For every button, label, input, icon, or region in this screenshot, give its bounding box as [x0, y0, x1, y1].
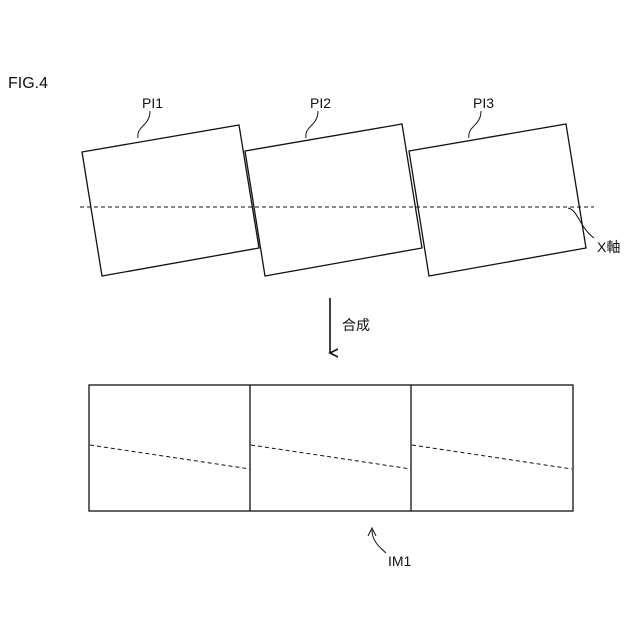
panel-pi3-frame — [409, 124, 586, 276]
composite-frame — [89, 385, 573, 511]
panel-pi1-leader — [138, 111, 150, 138]
panel-pi3-label: PI3 — [473, 95, 494, 111]
panel-pi1-frame — [82, 125, 259, 276]
composite-leader — [372, 530, 386, 553]
combine-label: 合成 — [342, 317, 370, 333]
x-axis-label: X軸 — [597, 239, 620, 255]
panel-pi1-label: PI1 — [142, 95, 163, 111]
panel-pi3-leader — [469, 111, 481, 138]
composite-label: IM1 — [388, 553, 412, 569]
figure-label: FIG.4 — [8, 75, 48, 92]
panel-pi2-leader — [306, 111, 318, 138]
panel-pi2-frame — [245, 124, 422, 276]
panel-pi2-label: PI2 — [310, 95, 331, 111]
